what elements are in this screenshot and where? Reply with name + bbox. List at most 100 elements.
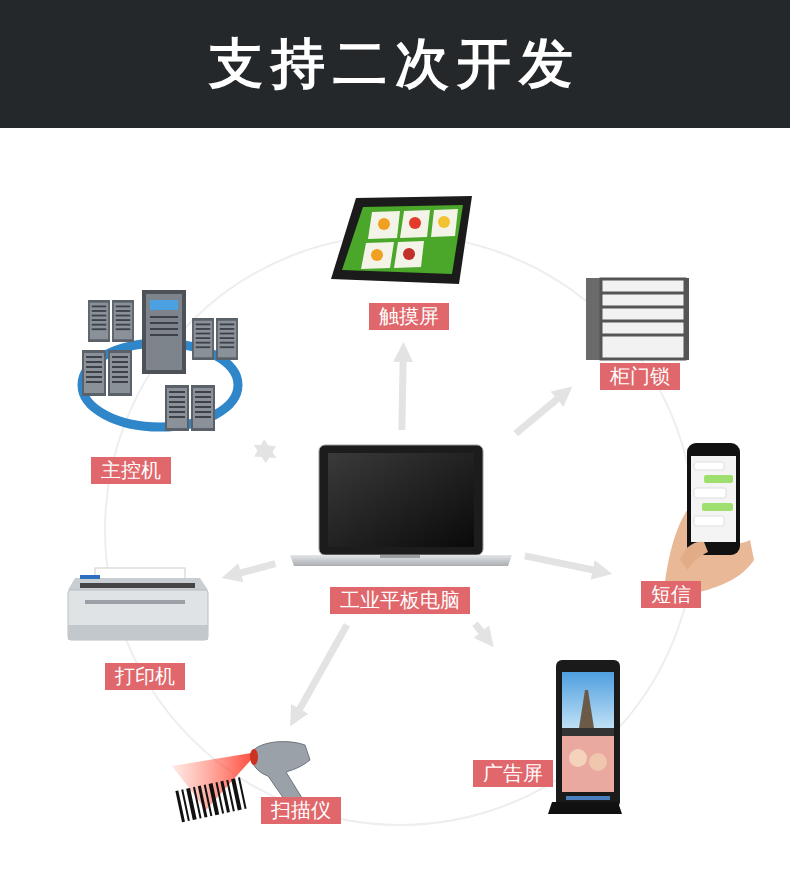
laptop-picture-part (319, 445, 483, 555)
arrow-connector (402, 350, 403, 430)
scanner-picture-part (198, 786, 208, 818)
phone-picture-part (691, 456, 736, 542)
locker-picture-part (601, 320, 685, 323)
device-node: 广告屏 (470, 655, 625, 818)
printer-picture-part (80, 583, 195, 588)
device-label: 触摸屏 (369, 303, 449, 330)
kiosk-picture-part (566, 796, 610, 800)
server-picture-part (146, 294, 182, 370)
scanner-picture-part (215, 782, 224, 814)
kiosk-picture (548, 660, 622, 814)
kiosk-picture-part (556, 660, 620, 808)
kiosk-picture-part (579, 690, 594, 728)
page-title: 支持二次开发 (0, 0, 790, 128)
locker-picture-part (684, 278, 689, 360)
server-picture-part (150, 322, 178, 324)
device-node: 短信 (622, 438, 755, 610)
locker-picture-part (601, 292, 685, 295)
server-picture-part (165, 385, 189, 431)
tablet-picture-part (431, 209, 458, 237)
scanner-picture-part (204, 785, 213, 817)
tablet-picture-part (394, 241, 424, 268)
server-picture-part (82, 350, 106, 396)
laptop-picture-part (328, 453, 474, 547)
scanner-picture-part (231, 778, 242, 810)
kiosk-picture-part (562, 672, 614, 728)
device-label: 柜门锁 (600, 363, 680, 390)
phone-picture-part (664, 500, 754, 592)
phone-picture-part (687, 443, 740, 555)
server-picture-part (108, 350, 132, 396)
server-picture-part (216, 318, 238, 360)
locker-picture (586, 278, 689, 360)
arrow-connector (229, 564, 275, 576)
device-node: 扫描仪 (170, 735, 348, 827)
tablet-picture-part (409, 217, 421, 229)
printer-picture-part (68, 625, 208, 640)
server-picture-part (150, 300, 178, 310)
kiosk-picture-part (562, 728, 614, 736)
printer-picture-part (95, 568, 185, 580)
backdrop-circle (105, 235, 695, 825)
tablet-picture-part (368, 211, 400, 239)
server-picture-part (191, 385, 215, 431)
scanner-picture-part (186, 788, 197, 820)
phone-picture-part (702, 503, 733, 511)
phone-picture-part (694, 488, 726, 498)
device-label: 打印机 (105, 663, 185, 690)
printer-picture-part (68, 578, 208, 590)
device-node: 触摸屏 (325, 190, 475, 332)
kiosk-picture-part (589, 753, 607, 771)
server-picture-part (88, 300, 110, 342)
device-node: 柜门锁 (580, 275, 695, 392)
scanner-picture-part (238, 777, 247, 809)
arrow-connector (475, 624, 489, 641)
arrow-connector (525, 556, 605, 572)
server-picture-part (150, 334, 178, 336)
scanner-picture-part (193, 787, 202, 819)
locker-picture-part (601, 334, 685, 337)
tablet-picture-part (371, 249, 383, 261)
scanner-picture-part (181, 789, 190, 821)
device-node: 主控机 (75, 283, 245, 486)
laptop-picture-part (380, 555, 420, 558)
device-label: 主控机 (91, 457, 171, 484)
tablet-picture-part (331, 196, 472, 284)
locker-picture-part (601, 306, 685, 309)
locker-picture-part (586, 278, 600, 360)
scanner-picture-part (250, 749, 258, 765)
scanner-picture-part (175, 790, 185, 822)
kiosk-picture-part (569, 749, 587, 767)
device-node: 工业平板电脑 (285, 440, 515, 616)
laptop-picture (290, 445, 512, 566)
locker-picture-part (601, 279, 685, 359)
scanner-picture-part (172, 752, 258, 810)
scanner-picture-part (209, 783, 220, 815)
phone-picture-part (680, 542, 708, 570)
kiosk-picture-part (548, 802, 622, 814)
phone-picture-part (704, 475, 733, 483)
printer-picture-part (68, 590, 208, 640)
tablet-picture-part (438, 216, 450, 228)
device-node: 打印机 (60, 570, 212, 692)
arrow-connector (294, 625, 347, 720)
kiosk-picture-part (562, 736, 614, 792)
device-label: 工业平板电脑 (330, 587, 470, 614)
printer-picture-part (85, 600, 185, 604)
header-bar: 支持二次开发 (0, 0, 790, 128)
server-picture-part (82, 343, 238, 427)
tablet-picture-part (403, 248, 415, 260)
server-picture (82, 290, 238, 431)
scanner-picture-part (175, 777, 246, 822)
phone-picture (664, 443, 754, 592)
laptop-picture-part (290, 555, 512, 566)
server-picture-part (112, 300, 134, 342)
phone-picture-part (694, 462, 724, 470)
scanner-picture-part (220, 781, 230, 813)
arrow-connector (516, 392, 566, 434)
printer-picture (68, 568, 208, 640)
scanner-picture-part (226, 780, 235, 812)
